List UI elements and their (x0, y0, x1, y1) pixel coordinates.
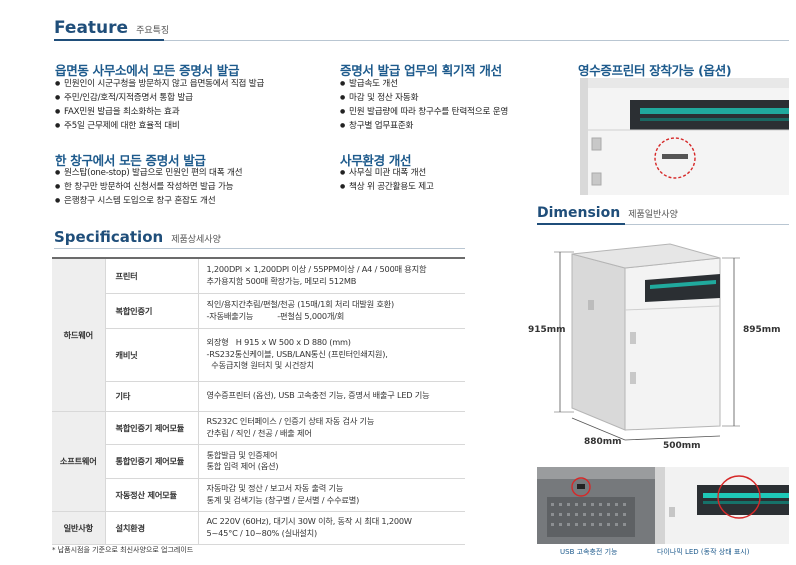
spec-value: 통합발급 및 인증제어 통합 입력 제어 (옵션) (198, 444, 465, 479)
spec-value: 외장형 H 915 x W 500 x D 880 (mm) -RS232통신케… (198, 328, 465, 382)
table-row: 복합인증기 직인/용지간추림/편철/천공 (15매/1회 처리 대발원 호환) … (52, 293, 465, 329)
spec-sub-label: 캐비닛 (105, 328, 199, 382)
category-software: 소프트웨어 (52, 411, 106, 512)
spec-line: 영수증프린터 (옵션), USB 고속충전 기능, 증명서 배출구 LED 기능 (206, 390, 430, 401)
spec-table: 하드웨어 프린터 1,200DPI × 1,200DPI 이상 / 55PPM이… (52, 257, 465, 545)
list-item: 주민/인감/호적/지적증명서 통합 발급 (55, 91, 264, 105)
spec-line: 1,200DPI × 1,200DPI 이상 / 55PPM이상 / A4 / … (206, 264, 427, 275)
feature-title-ko: 주요특징 (136, 26, 170, 36)
table-row: 하드웨어 프린터 1,200DPI × 1,200DPI 이상 / 55PPM이… (52, 259, 465, 412)
footnote: * 납품시점을 기준으로 최신사양으로 업그레이드 (52, 546, 194, 554)
led-photo (655, 467, 789, 544)
feature-title: Feature 주요특징 (54, 18, 169, 38)
table-row: 자동정산 제어모듈 자동마감 및 정산 / 보고서 자동 출력 기능 통계 및 … (52, 478, 465, 512)
spec-line: 통합 입력 제어 (옵션) (206, 461, 279, 471)
spec-title: Specification 제품상세사양 (54, 228, 221, 246)
list-item: 한 창구만 방문하여 신청서를 작성하면 발급 가능 (55, 180, 242, 194)
spec-title-ko: 제품상세사양 (171, 235, 221, 245)
spec-line: 수동급지형 원터치 및 시건장치 (206, 360, 314, 371)
feature-list-3: 발급속도 개선 마감 및 정산 자동화 민원 발급량에 따라 창구수를 탄력적으… (340, 77, 508, 133)
feature-title-en: Feature (54, 18, 129, 38)
spec-line: 통계 및 검색기능 (창구별 / 문서별 / 수수료별) (206, 494, 360, 505)
category-hardware: 하드웨어 (52, 259, 106, 412)
feature-underline-accent (54, 39, 164, 41)
dimension-title: Dimension 제품일반사양 (537, 205, 678, 221)
dimension-height-left: 915mm (528, 325, 566, 335)
dimension-underline (537, 224, 789, 225)
feature-heading-1: 읍면동 사무소에서 모든 증명서 발급 (55, 63, 240, 78)
spec-line: 추가용지함 500매 확장가능, 메모리 512MB (206, 275, 357, 286)
list-item: 사무실 미관 대폭 개선 (340, 166, 434, 180)
feature-heading-2: 한 창구에서 모든 증명서 발급 (55, 153, 206, 168)
spec-line: RS232C 인터페이스 / 인증기 상태 자동 검사 기능 (206, 416, 375, 426)
list-item: 마감 및 정산 자동화 (340, 91, 508, 105)
feature-list-2: 원스탑(one-stop) 발급으로 민원인 편의 대폭 개선 한 창구만 방문… (55, 166, 243, 208)
spec-line: 직인/용지간추림/편철/천공 (15매/1회 처리 대발원 호환) (206, 299, 395, 309)
spec-value: 영수증프린터 (옵션), USB 고속충전 기능, 증명서 배출구 LED 기능 (198, 381, 465, 412)
receipt-printer-illustration (580, 78, 789, 195)
dimension-height-right: 895mm (743, 325, 781, 335)
table-row: 캐비닛 외장형 H 915 x W 500 x D 880 (mm) -RS23… (52, 328, 465, 382)
led-caption: 다이나믹 LED (동작 상태 표시) (657, 548, 750, 556)
list-item: 책상 위 공간활용도 제고 (340, 180, 434, 194)
usb-charge-caption: USB 고속충전 기능 (560, 548, 618, 556)
spec-line: 간추림 / 직인 / 천공 / 배출 제어 (206, 427, 312, 438)
list-item: 발급속도 개선 (340, 77, 508, 91)
spec-sub-label: 통합인증기 제어모듈 (105, 444, 199, 479)
feature-underline (54, 40, 789, 41)
table-row: 기타 영수증프린터 (옵션), USB 고속충전 기능, 증명서 배출구 LED… (52, 381, 465, 412)
spec-underline (54, 248, 465, 249)
spec-title-en: Specification (54, 228, 164, 246)
dimension-drawing (554, 243, 740, 441)
usb-charge-photo (537, 467, 655, 544)
category-general: 일반사항 (52, 511, 106, 545)
spec-line: 통합발급 및 인증제어 (206, 449, 278, 460)
usb-charge-illustration (537, 467, 655, 544)
table-row: 일반사항 설치환경 AC 220V (60Hz), 대기시 30W 이하, 동작… (52, 511, 465, 545)
spec-sub-label: 복합인증기 제어모듈 (105, 411, 199, 445)
dimension-title-en: Dimension (537, 205, 621, 221)
spec-value: 직인/용지간추림/편철/천공 (15매/1회 처리 대발원 호환) -자동배출기… (198, 293, 465, 329)
dimension-depth: 880mm (584, 437, 622, 447)
spec-sub-label: 설치환경 (105, 511, 199, 545)
feature-list-4: 사무실 미관 대폭 개선 책상 위 공간활용도 제고 (340, 166, 434, 194)
spec-line: 5~45°C / 10~80% (실내설치) (206, 527, 318, 538)
spec-value: AC 220V (60Hz), 대기시 30W 이하, 동작 시 최대 1,20… (198, 511, 465, 545)
spec-sub-label: 복합인증기 (105, 293, 199, 329)
led-illustration (655, 467, 789, 544)
spec-line: -자동배출기능 -편철심 5,000개/회 (206, 310, 345, 321)
receipt-printer-photo (580, 78, 789, 195)
feature-list-1: 민원인이 시군구청을 방문하지 않고 읍면동에서 직접 발급 주민/인감/호적/… (55, 77, 264, 133)
list-item: 은행창구 시스템 도입으로 창구 혼잡도 개선 (55, 194, 242, 208)
table-row: 소프트웨어 복합인증기 제어모듈 RS232C 인터페이스 / 인증기 상태 자… (52, 411, 465, 512)
dimension-title-ko: 제품일반사양 (628, 210, 678, 220)
dimension-underline-accent (537, 223, 625, 225)
feature-heading-4: 사무환경 개선 (340, 153, 412, 168)
spec-value: RS232C 인터페이스 / 인증기 상태 자동 검사 기능 간추림 / 직인 … (198, 411, 465, 445)
spec-sub-label: 프린터 (105, 259, 199, 294)
spec-value: 1,200DPI × 1,200DPI 이상 / 55PPM이상 / A4 / … (198, 259, 465, 294)
dimension-width: 500mm (663, 441, 701, 451)
list-item: 민원인이 시군구청을 방문하지 않고 읍면동에서 직접 발급 (55, 77, 264, 91)
list-item: 주5일 근무제에 대한 효율적 대비 (55, 119, 264, 133)
spec-sub-label: 기타 (105, 381, 199, 412)
receipt-heading: 영수증프린터 장착가능 (옵션) (578, 63, 732, 78)
spec-line: AC 220V (60Hz), 대기시 30W 이하, 동작 시 최대 1,20… (206, 516, 412, 526)
table-row: 통합인증기 제어모듈 통합발급 및 인증제어 통합 입력 제어 (옵션) (52, 444, 465, 479)
spec-line: 외장형 H 915 x W 500 x D 880 (mm) (206, 337, 351, 348)
spec-value: 자동마감 및 정산 / 보고서 자동 출력 기능 통계 및 검색기능 (창구별 … (198, 478, 465, 512)
list-item: 원스탑(one-stop) 발급으로 민원인 편의 대폭 개선 (55, 166, 243, 180)
spec-line: 자동마감 및 정산 / 보고서 자동 출력 기능 (206, 483, 344, 493)
spec-line: -RS232통신케이블, USB/LAN통신 (프린터인쇄지원), (206, 348, 388, 359)
feature-heading-3: 증명서 발급 업무의 획기적 개선 (340, 63, 502, 78)
list-item: FAX민원 발급을 최소화하는 효과 (55, 105, 264, 119)
list-item: 창구별 업무표준화 (340, 119, 508, 133)
list-item: 민원 발급량에 따라 창구수를 탄력적으로 운영 (340, 105, 508, 119)
spec-sub-label: 자동정산 제어모듈 (105, 478, 199, 512)
